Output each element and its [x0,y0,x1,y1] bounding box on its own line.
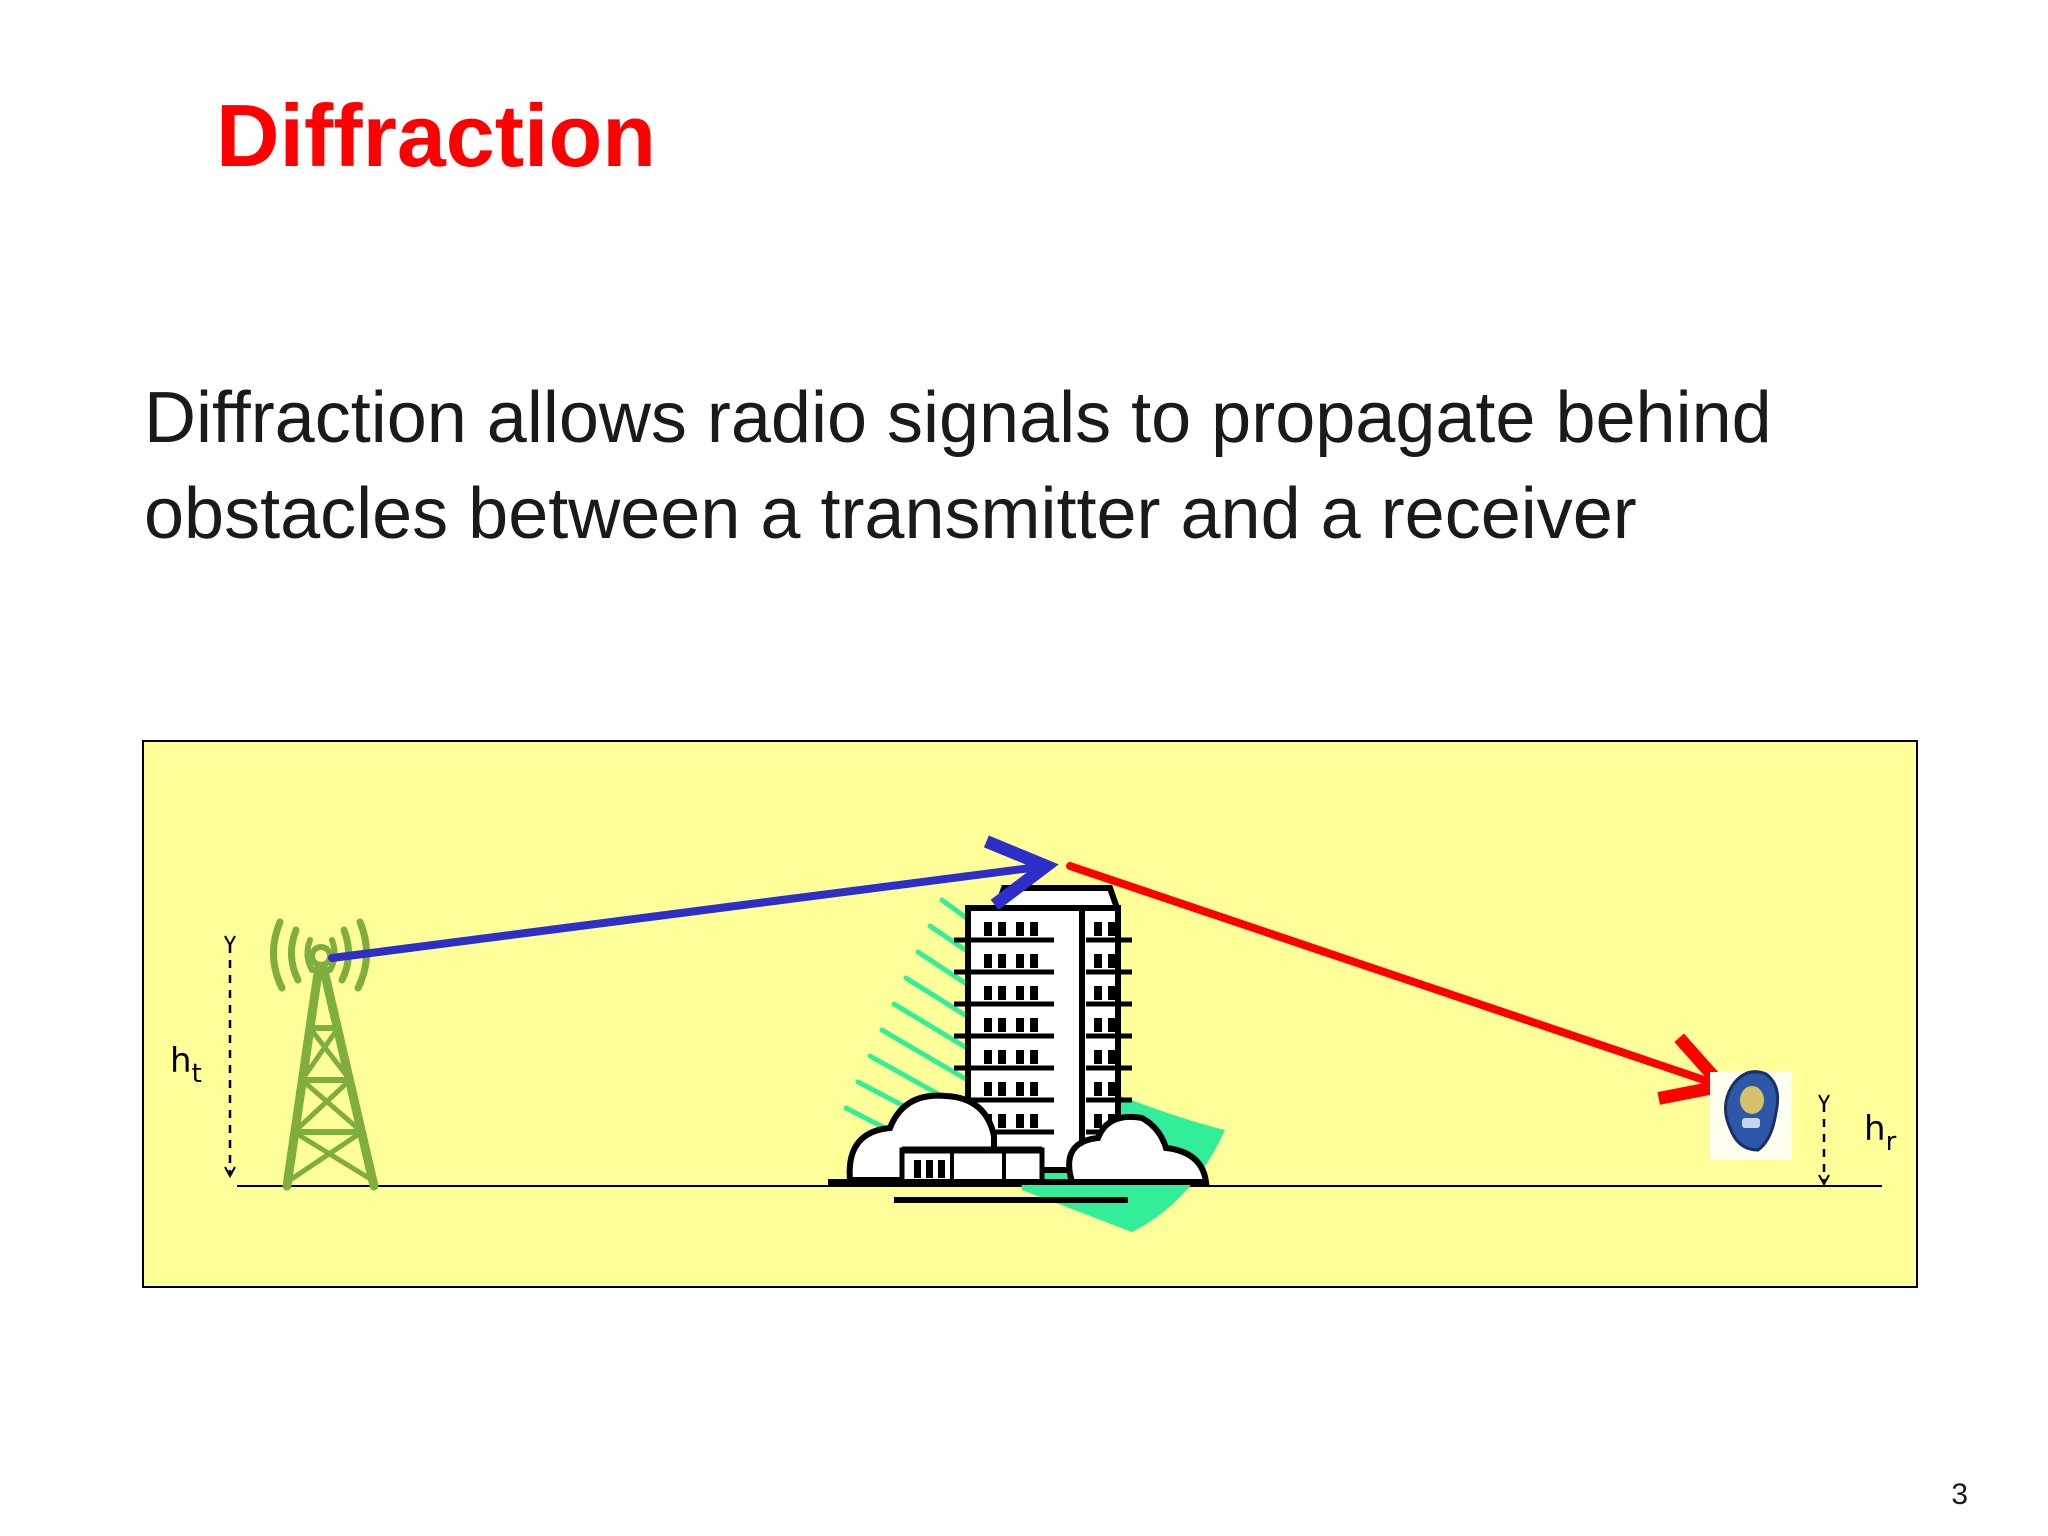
body-line-2: obstacles between a transmitter and a re… [144,474,1637,554]
page-number: 3 [1951,1478,1968,1511]
mobile-phone-icon [1710,1070,1792,1160]
slide-title: Diffraction [216,86,656,185]
body-line-1: Diffraction allows radio signals to prop… [144,378,1772,458]
diffracted-ray [1066,862,1735,1105]
slide-body-text: Diffraction allows radio signals to prop… [144,370,2004,562]
incident-ray [328,835,1059,962]
transmitter-height-label: ht [170,1041,202,1089]
diffraction-diagram: ht [142,740,1918,1288]
receiver-height-label: hr [1864,1109,1897,1157]
